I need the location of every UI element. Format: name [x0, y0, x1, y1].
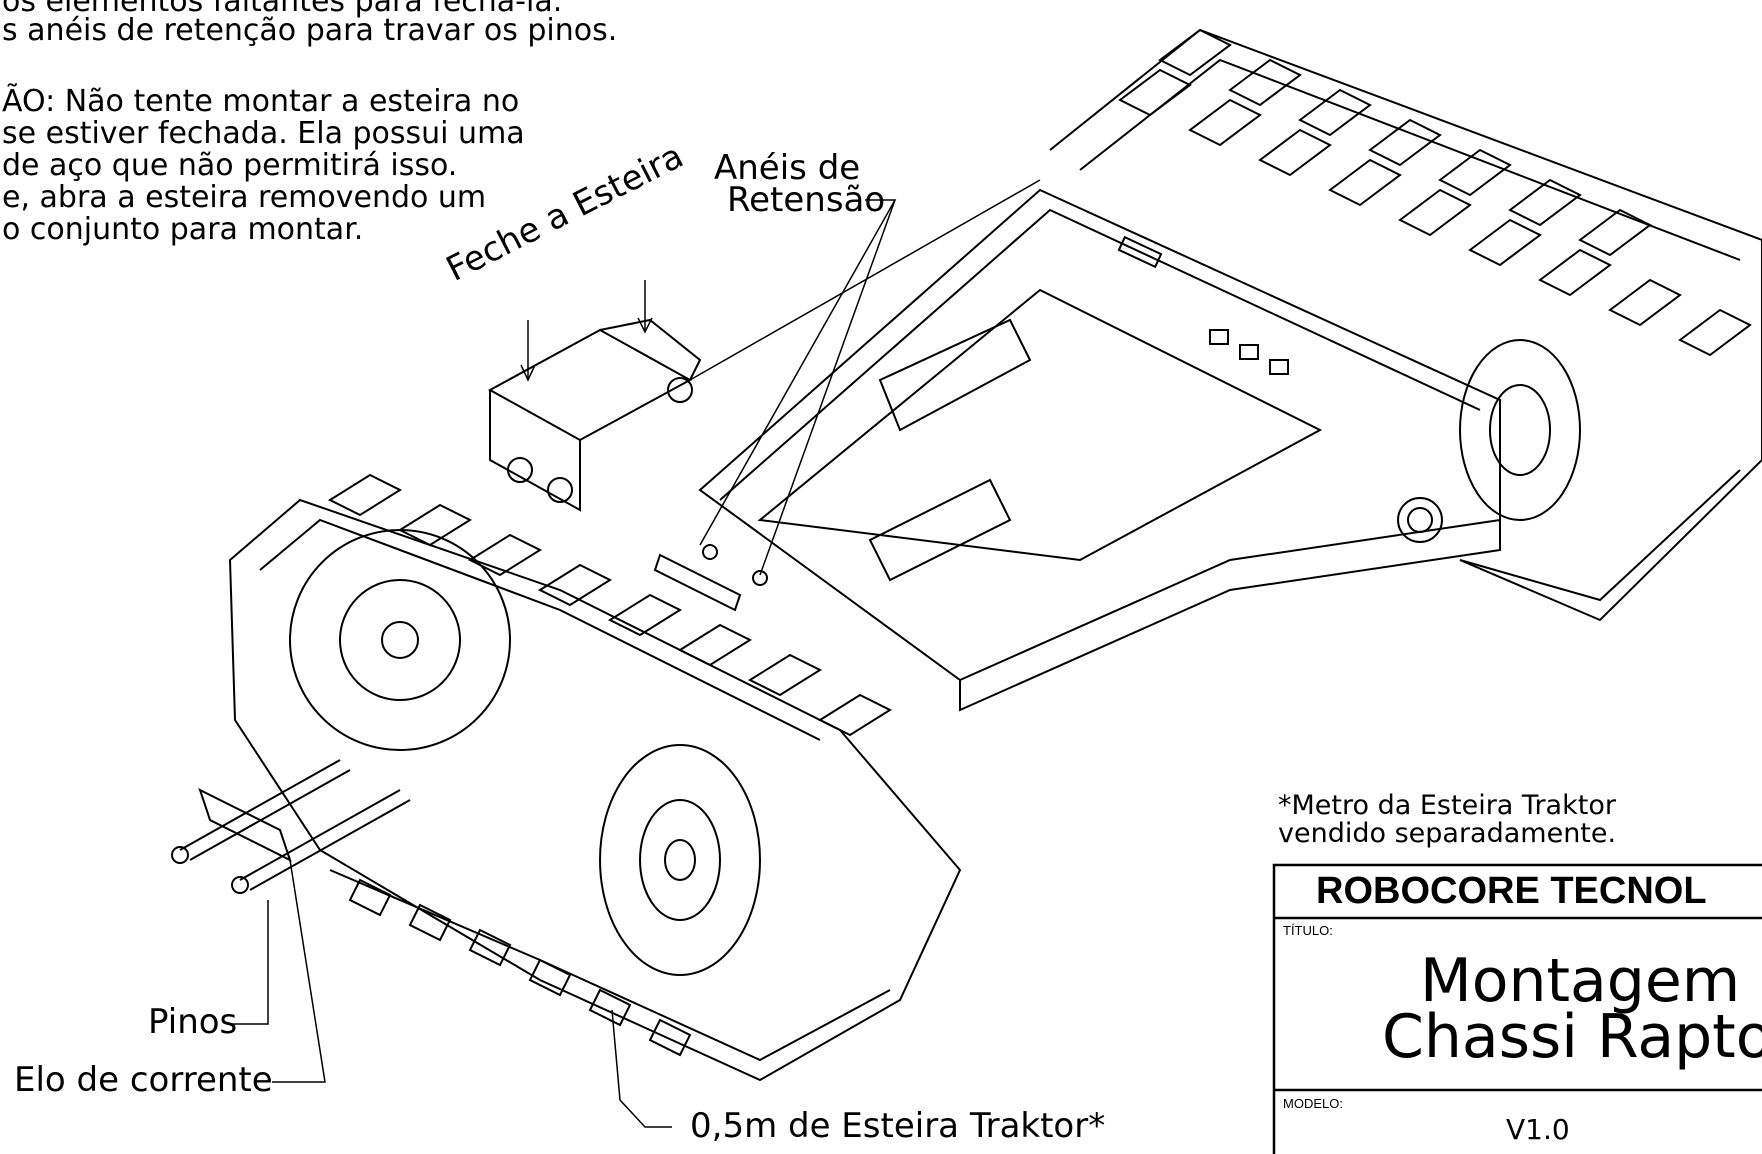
- company-name: ROBOCORE TECNOL: [1316, 870, 1707, 912]
- drawing-title-line1: Montagem: [1420, 946, 1741, 1016]
- track-right: [1049, 28, 1762, 622]
- track-left: [228, 473, 962, 1082]
- leaders: [230, 179, 1041, 1128]
- callout-aneis-line1: Anéis de: [714, 148, 861, 188]
- modelo-value: V1.0: [1506, 1113, 1570, 1146]
- note-line-1: os elementos faltantes para fechá-la.: [2, 0, 563, 19]
- callout-esteira: 0,5m de Esteira Traktor*: [690, 1106, 1106, 1146]
- note-line-2: s anéis de retenção para travar os pinos…: [2, 13, 618, 48]
- title-block-frame: [1272, 863, 1762, 1154]
- warning-line-4: e, abra a esteira removendo um: [2, 180, 487, 215]
- callout-elo-corrente: Elo de corrente: [14, 1060, 273, 1100]
- footnote-line-1: *Metro da Esteira Traktor: [1278, 790, 1616, 821]
- loose-links: [487, 318, 702, 512]
- drawing-title-line2: Chassi Rapto: [1382, 1002, 1762, 1072]
- warning-line-2: se estiver fechada. Ela possui uma: [2, 116, 525, 151]
- warning-line-5: o conjunto para montar.: [2, 212, 364, 247]
- titulo-label: TÍTULO:: [1283, 923, 1333, 938]
- motor: [878, 318, 1032, 432]
- chassis-plate: [698, 188, 1501, 682]
- warning-line-1: ÃO: Não tente montar a esteira no: [2, 84, 520, 119]
- callout-aneis-line2: Retensão: [727, 180, 886, 220]
- pins: [171, 759, 411, 894]
- callout-pinos: Pinos: [148, 1002, 238, 1042]
- warning-line-3: de aço que não permitirá isso.: [2, 148, 458, 183]
- footnote-line-2: vendido separadamente.: [1278, 818, 1617, 849]
- modelo-label: MODELO:: [1283, 1096, 1343, 1111]
